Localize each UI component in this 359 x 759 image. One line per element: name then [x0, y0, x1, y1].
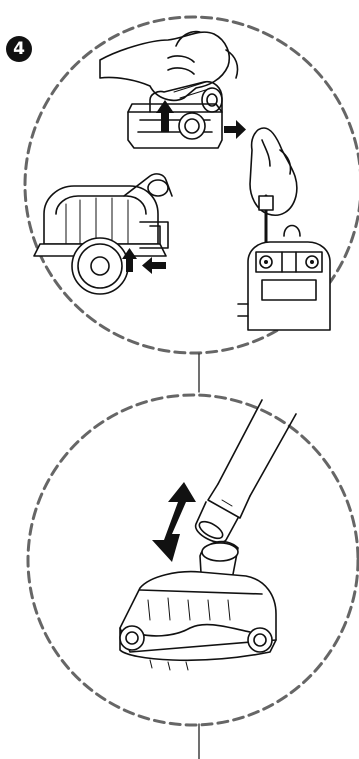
turbo-brush-side-icon	[33, 173, 173, 295]
screw-icon	[264, 260, 314, 264]
arrow-left-icon	[142, 257, 166, 274]
arrow-up-icon	[156, 100, 174, 132]
step-number-badge: 4	[6, 36, 32, 62]
arrow-right-icon	[224, 120, 246, 139]
double-arrow-icon	[152, 482, 196, 562]
tube-icon	[195, 399, 297, 544]
vacuum-body-icon	[237, 224, 331, 331]
arrow-up-icon	[122, 248, 137, 272]
turbo-brush-icon	[119, 540, 277, 671]
turbo-brush-open-icon	[127, 80, 223, 149]
bottom-panel-border	[26, 393, 359, 727]
top-panel-border	[23, 15, 359, 355]
